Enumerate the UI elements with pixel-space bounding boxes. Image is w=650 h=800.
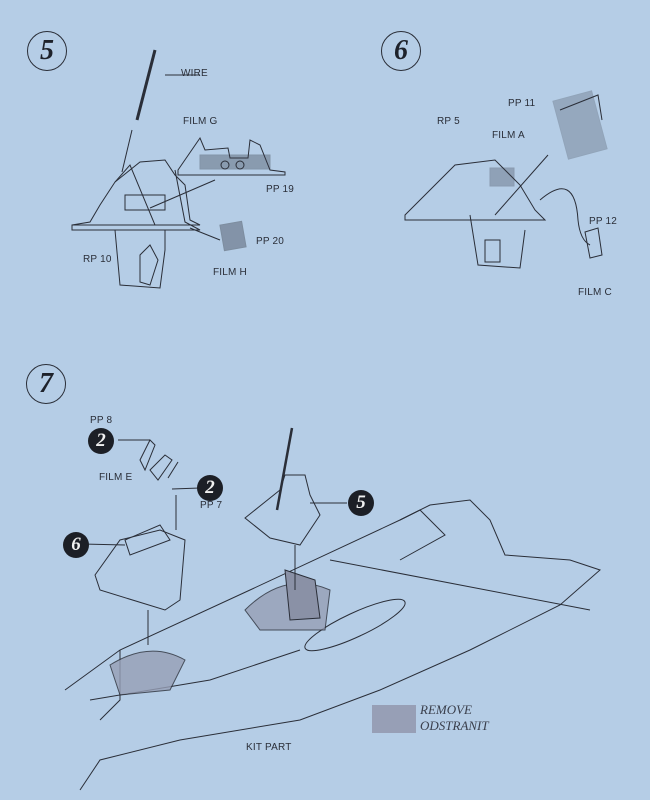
label-wire: WIRE [181,68,208,79]
step-ref-badge-5: 5 [348,490,374,516]
step-5-number: 5 [27,31,67,71]
label-rp5: RP 5 [437,116,460,127]
step7-fuselage [64,499,601,791]
leader-lines [81,439,347,546]
label-pp12: PP 12 [589,216,618,227]
step-ref-badge-6: 6 [63,532,89,558]
quantity-badge-pp7: 2 [197,475,223,501]
label-film-g: FILM G [183,116,218,127]
step5-cockpit-tub [71,49,201,289]
quantity-badge-pp8: 2 [88,428,114,454]
label-pp11: PP 11 [508,98,536,109]
label-pp19: PP 19 [266,184,295,195]
step5-instrument-panel [149,74,286,252]
label-film-c: FILM C [578,287,612,298]
label-film-e: FILM E [99,472,133,483]
remove-area-swatch [372,705,416,733]
step-6-number: 6 [381,31,421,71]
step-7-number: 7 [26,364,66,404]
label-pp7: PP 7 [200,500,223,511]
label-film-a: FILM A [492,130,525,141]
label-pp8: PP 8 [90,415,113,426]
label-pp20: PP 20 [256,236,285,247]
step6-cockpit-tub [404,90,608,269]
legend-remove: REMOVE [420,702,472,717]
label-rp10: RP 10 [83,254,112,265]
label-kit-part: KIT PART [246,742,292,753]
legend-odstranit: ODSTRANIT [420,718,489,733]
label-film-h: FILM H [213,267,247,278]
step7-seat-parts [94,427,321,645]
